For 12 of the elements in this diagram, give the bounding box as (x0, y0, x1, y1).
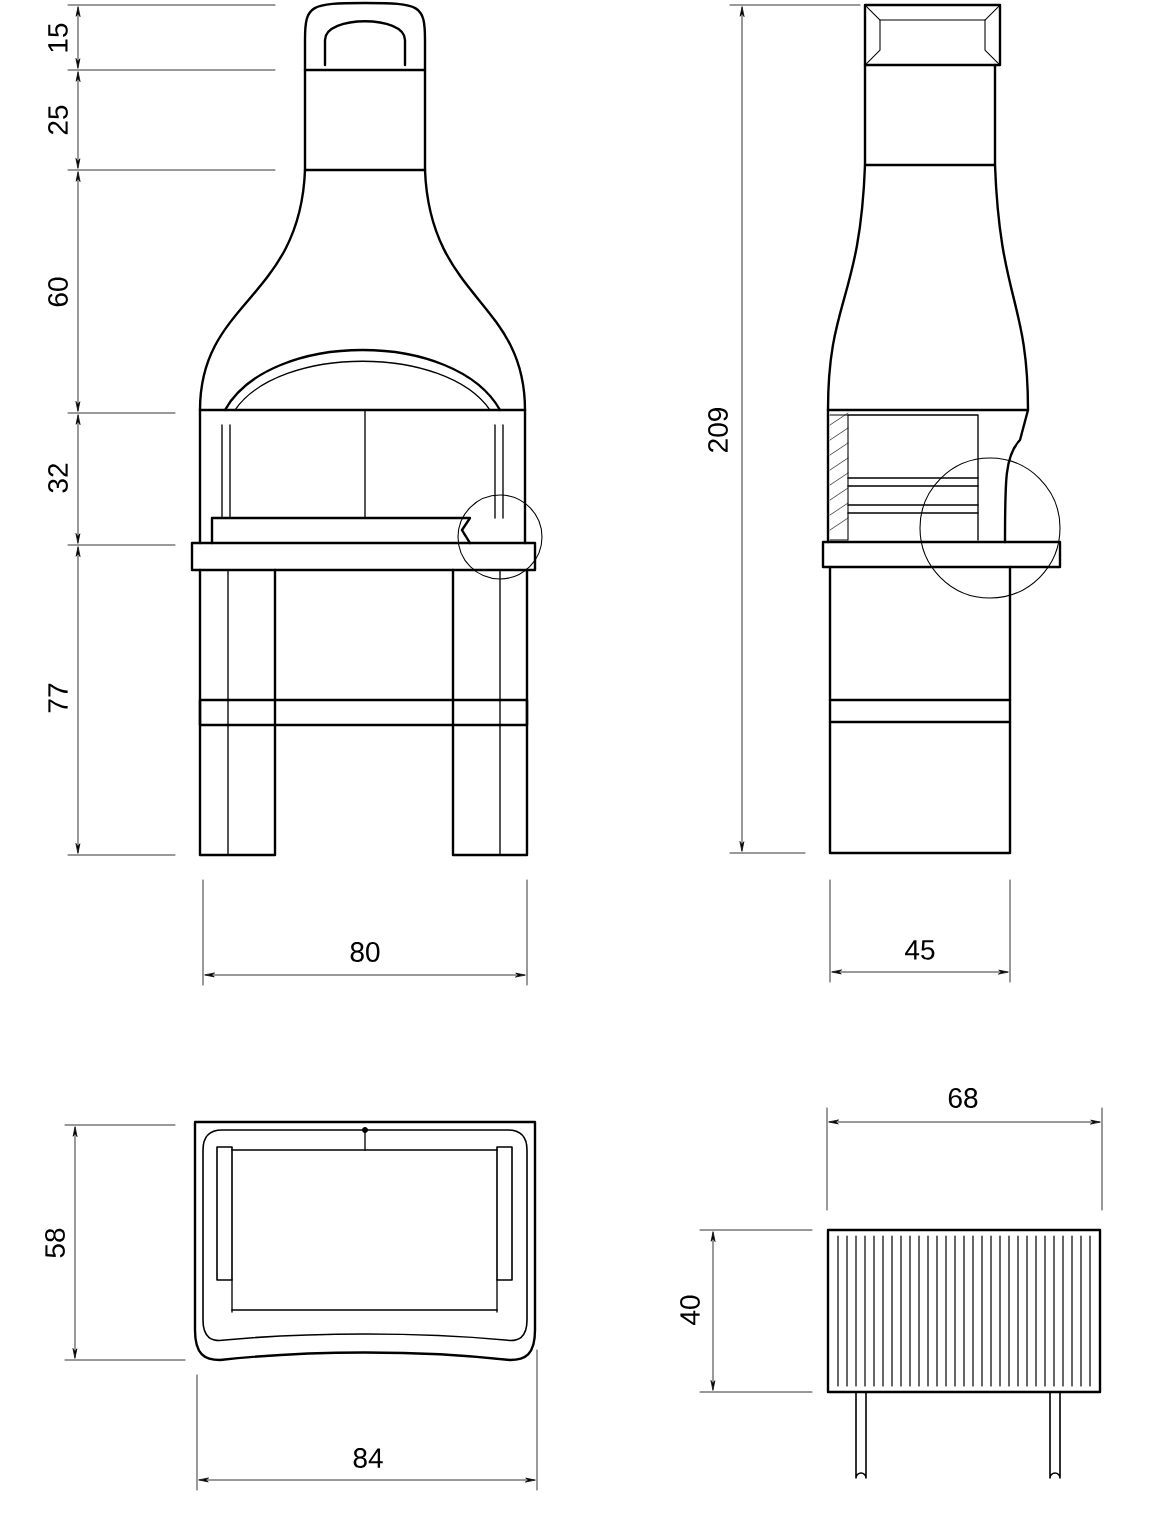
dimension-label: 32 (48, 463, 68, 493)
dimension-label: 68 (948, 1088, 978, 1108)
dimension-label: 80 (350, 942, 380, 962)
dimension-label: 15 (48, 23, 68, 52)
dimension-label: 84 (353, 1448, 383, 1468)
dimension-label: 209 (708, 408, 728, 452)
dimension-label: 25 (48, 105, 68, 135)
dimension-label: 45 (905, 940, 935, 960)
dimension-label: 60 (48, 277, 68, 307)
dimension-label: 77 (48, 683, 68, 713)
dimension-label: 40 (680, 1295, 700, 1325)
dimension-label: 58 (45, 1228, 65, 1258)
